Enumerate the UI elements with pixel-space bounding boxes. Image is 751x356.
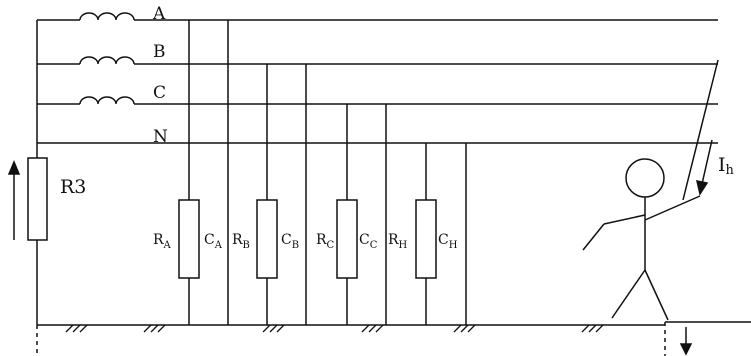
ground-current-arrow-head bbox=[679, 343, 693, 356]
resistor-rh bbox=[415, 199, 437, 279]
label-neutral: N bbox=[153, 127, 168, 147]
label-ra: RA bbox=[153, 232, 171, 251]
person-forearm-left bbox=[582, 223, 605, 251]
person-leg-left bbox=[611, 269, 646, 319]
resistor-rb bbox=[256, 199, 278, 279]
label-phase-c: C bbox=[153, 83, 167, 103]
label-r3: R3 bbox=[60, 176, 87, 198]
person-head bbox=[625, 158, 665, 198]
label-rb: RB bbox=[232, 232, 250, 251]
person-leg-right bbox=[644, 269, 669, 321]
phase-b-coil bbox=[79, 56, 135, 65]
phase-a-coil bbox=[79, 12, 135, 21]
resistor-ra bbox=[178, 199, 200, 279]
phase-c-coil bbox=[79, 96, 135, 105]
label-ih: Ih bbox=[718, 154, 734, 178]
ih-arrow-shaft bbox=[701, 139, 713, 185]
label-rh: RH bbox=[388, 232, 408, 251]
person-arm-left bbox=[603, 214, 646, 225]
label-phase-b: B bbox=[153, 42, 166, 62]
r3-current-arrow-head bbox=[7, 160, 21, 175]
label-cc: CC bbox=[359, 232, 378, 251]
label-cb: CB bbox=[281, 232, 300, 251]
ground-hatch-marks bbox=[65, 324, 604, 333]
label-rc: RC bbox=[316, 232, 335, 251]
person-arm-right bbox=[644, 195, 701, 221]
label-ch: CH bbox=[438, 232, 458, 251]
label-phase-a: A bbox=[153, 4, 166, 24]
ih-arrow-head bbox=[696, 180, 709, 196]
resistor-rc bbox=[336, 199, 358, 279]
contact-wire bbox=[682, 59, 719, 201]
label-ca: CA bbox=[204, 232, 222, 251]
earthing-resistor-r3 bbox=[27, 157, 48, 241]
